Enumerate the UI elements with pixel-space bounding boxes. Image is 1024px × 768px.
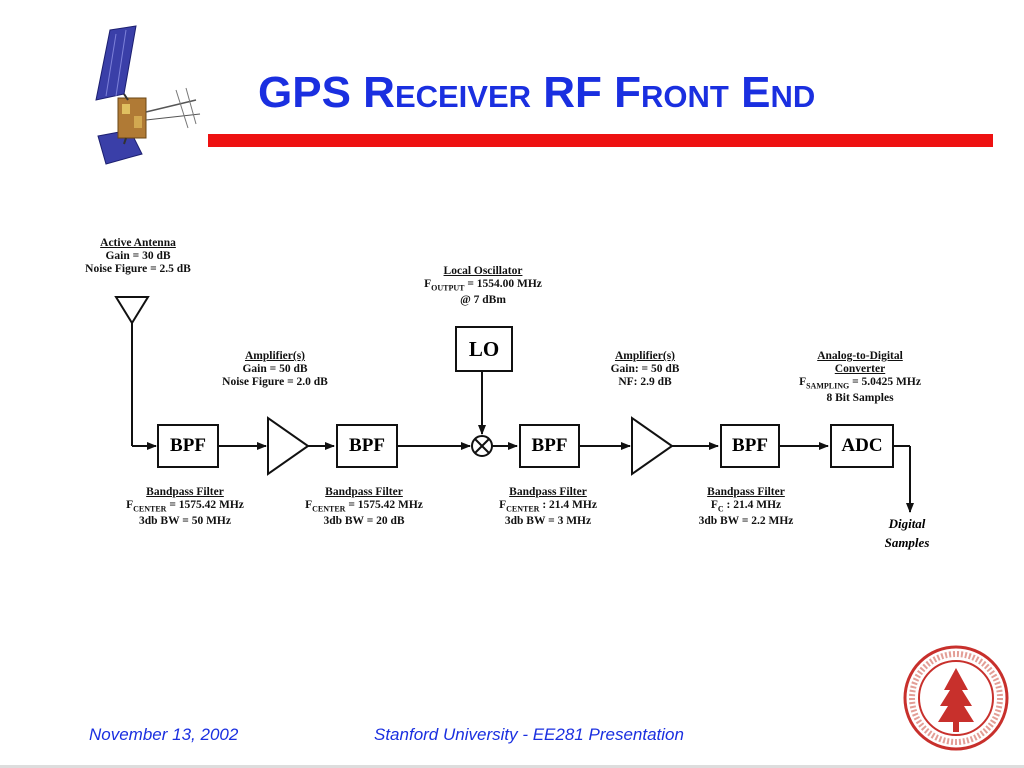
- stanford-seal-logo: [903, 645, 1009, 751]
- filter-4-label: Bandpass Filter FC : 21.4 MHz 3db BW = 2…: [698, 486, 794, 528]
- satellite-logo: [95, 25, 201, 165]
- title-part: GPS: [258, 68, 364, 117]
- title-part: ront: [641, 68, 729, 117]
- antenna-symbol: [114, 296, 150, 325]
- amplifier-2-label: Amplifier(s) Gain: = 50 dB NF: 2.9 dB: [610, 350, 680, 388]
- title-part: RF F: [531, 68, 642, 117]
- adc-label: Analog-to-Digital Converter FSAMPLING = …: [799, 350, 921, 405]
- lo-box: LO: [455, 326, 513, 372]
- title-part: eceiver: [394, 68, 532, 117]
- title-underline-bar: [208, 134, 993, 147]
- footer-date: November 13, 2002: [89, 725, 239, 744]
- page-title: GPS Receiver RF Front End: [258, 68, 978, 118]
- bpf-2-box: BPF: [336, 424, 398, 468]
- bpf-1-box: BPF: [157, 424, 219, 468]
- adc-box: ADC: [830, 424, 894, 468]
- filter-2-label: Bandpass Filter FCENTER = 1575.42 MHz 3d…: [305, 486, 423, 528]
- amplifier-1-label: Amplifier(s) Gain = 50 dB Noise Figure =…: [222, 350, 328, 388]
- bpf-3-box: BPF: [519, 424, 580, 468]
- title-part: nd: [770, 68, 816, 117]
- antenna-label: Active Antenna Gain = 30 dB Noise Figure…: [85, 237, 191, 275]
- title-part: R: [363, 68, 395, 117]
- footer-presentation-label: Stanford University - EE281 Presentation: [374, 725, 684, 744]
- bpf-4-box: BPF: [720, 424, 780, 468]
- bottom-divider: [0, 765, 1024, 768]
- filter-1-label: Bandpass Filter FCENTER = 1575.42 MHz 3d…: [126, 486, 244, 528]
- filter-3-label: Bandpass Filter FCENTER : 21.4 MHz 3db B…: [499, 486, 597, 528]
- amplifier-2-symbol: [631, 416, 674, 476]
- local-oscillator-label: Local Oscillator FOUTPUT = 1554.00 MHz @…: [424, 265, 542, 307]
- amplifier-1-symbol: [267, 416, 310, 476]
- digital-samples-label: Digital Samples: [884, 516, 930, 550]
- title-part: E: [728, 68, 771, 117]
